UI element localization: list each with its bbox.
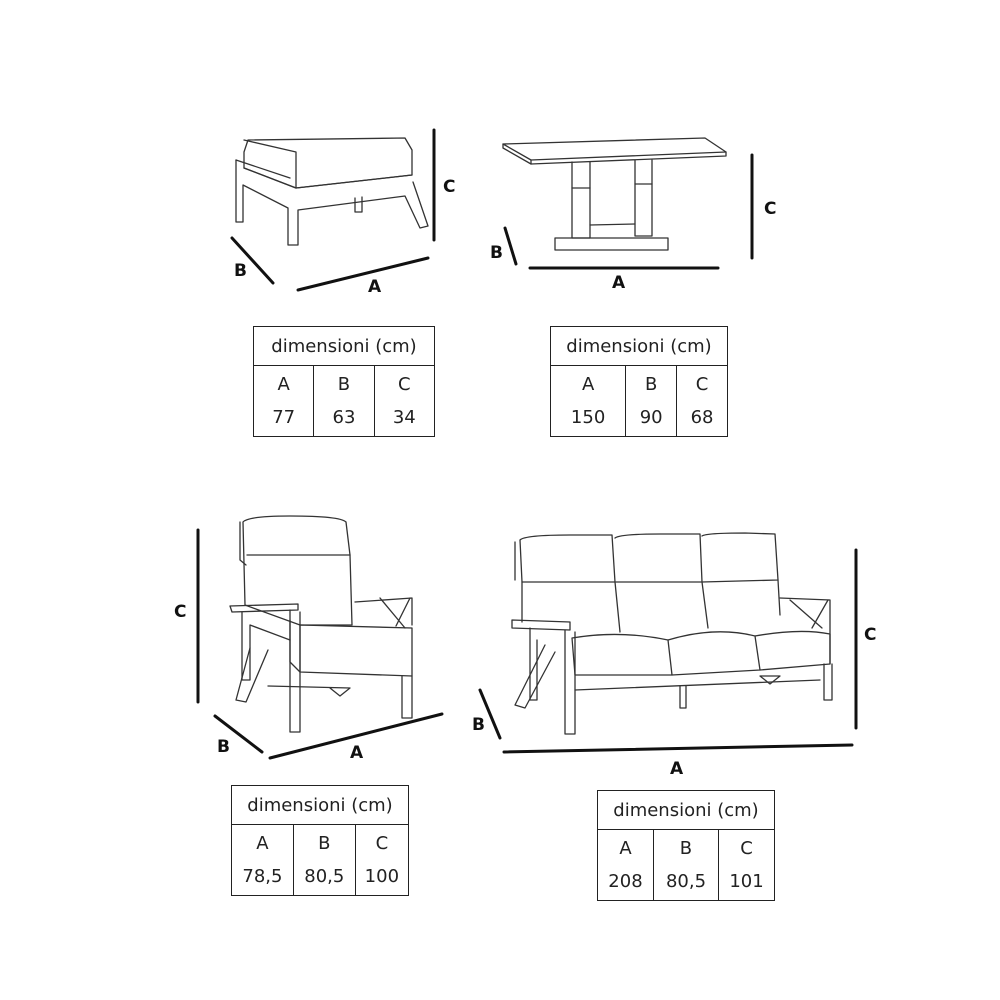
table-label-c: C [764, 199, 776, 219]
sofa-table-header: dimensioni (cm) [597, 790, 775, 830]
armchair-dim-b-line [213, 714, 264, 754]
sofa-dim-a-line [502, 743, 854, 754]
sofa-drawing [511, 532, 833, 735]
sofa-key-b: B [652, 829, 719, 862]
armchair-value-b: 80,5 [292, 857, 356, 896]
footstool-value-a: 77 [252, 398, 315, 437]
armchair-dimensions-table: dimensioni (cm) A B C 78,5 80,5 100 [231, 785, 410, 896]
table-value-a: 150 [549, 398, 627, 437]
armchair-value-c: 100 [354, 857, 410, 896]
footstool-label-b: B [234, 261, 247, 281]
sofa-key-c: C [717, 829, 776, 862]
footstool-key-c: C [373, 365, 436, 398]
footstool-key-a: A [252, 365, 315, 398]
footstool-dimensions-table: dimensioni (cm) A B C 77 63 34 [252, 326, 436, 437]
table-key-b: B [625, 365, 678, 398]
footstool-drawing [235, 137, 429, 246]
sofa-label-b: B [472, 715, 485, 735]
sofa-value-a: 208 [597, 862, 654, 901]
sofa-value-b: 80,5 [652, 862, 719, 901]
armchair-table-header: dimensioni (cm) [231, 785, 409, 825]
table-table-header: dimensioni (cm) [550, 326, 728, 366]
table-key-c: C [676, 365, 728, 398]
table-value-c: 68 [676, 398, 728, 437]
footstool-dim-a-line [296, 256, 430, 292]
footstool-label-a: A [368, 277, 382, 297]
footstool-table-header: dimensioni (cm) [253, 326, 435, 366]
armchair-label-c: C [174, 602, 186, 622]
sofa-label-a: A [670, 759, 684, 779]
armchair-dim-a-line [268, 712, 444, 760]
armchair-key-a: A [231, 824, 294, 857]
armchair-label-a: A [350, 743, 364, 763]
table-label-b: B [490, 243, 503, 263]
sofa-key-a: A [597, 829, 654, 862]
table-key-a: A [549, 365, 627, 398]
table-drawing [502, 137, 727, 251]
footstool-value-b: 63 [313, 398, 375, 437]
armchair-key-b: B [292, 824, 356, 857]
table-dimensions-table: dimensioni (cm) A B C 150 90 68 [549, 326, 728, 437]
armchair-label-b: B [217, 737, 230, 757]
footstool-label-c: C [443, 177, 455, 197]
table-dim-b-line [503, 226, 518, 266]
sofa-value-c: 101 [717, 862, 776, 901]
sofa-label-c: C [864, 625, 876, 645]
footstool-value-c: 34 [373, 398, 436, 437]
sofa-dimensions-table: dimensioni (cm) A B C 208 80,5 101 [597, 790, 776, 901]
footstool-dim-b-line [230, 236, 275, 285]
armchair-key-c: C [354, 824, 410, 857]
sofa-dim-b-line [478, 688, 502, 740]
table-label-a: A [612, 273, 626, 293]
footstool-key-b: B [313, 365, 375, 398]
table-value-b: 90 [625, 398, 678, 437]
armchair-drawing [229, 515, 413, 733]
armchair-value-a: 78,5 [231, 857, 294, 896]
